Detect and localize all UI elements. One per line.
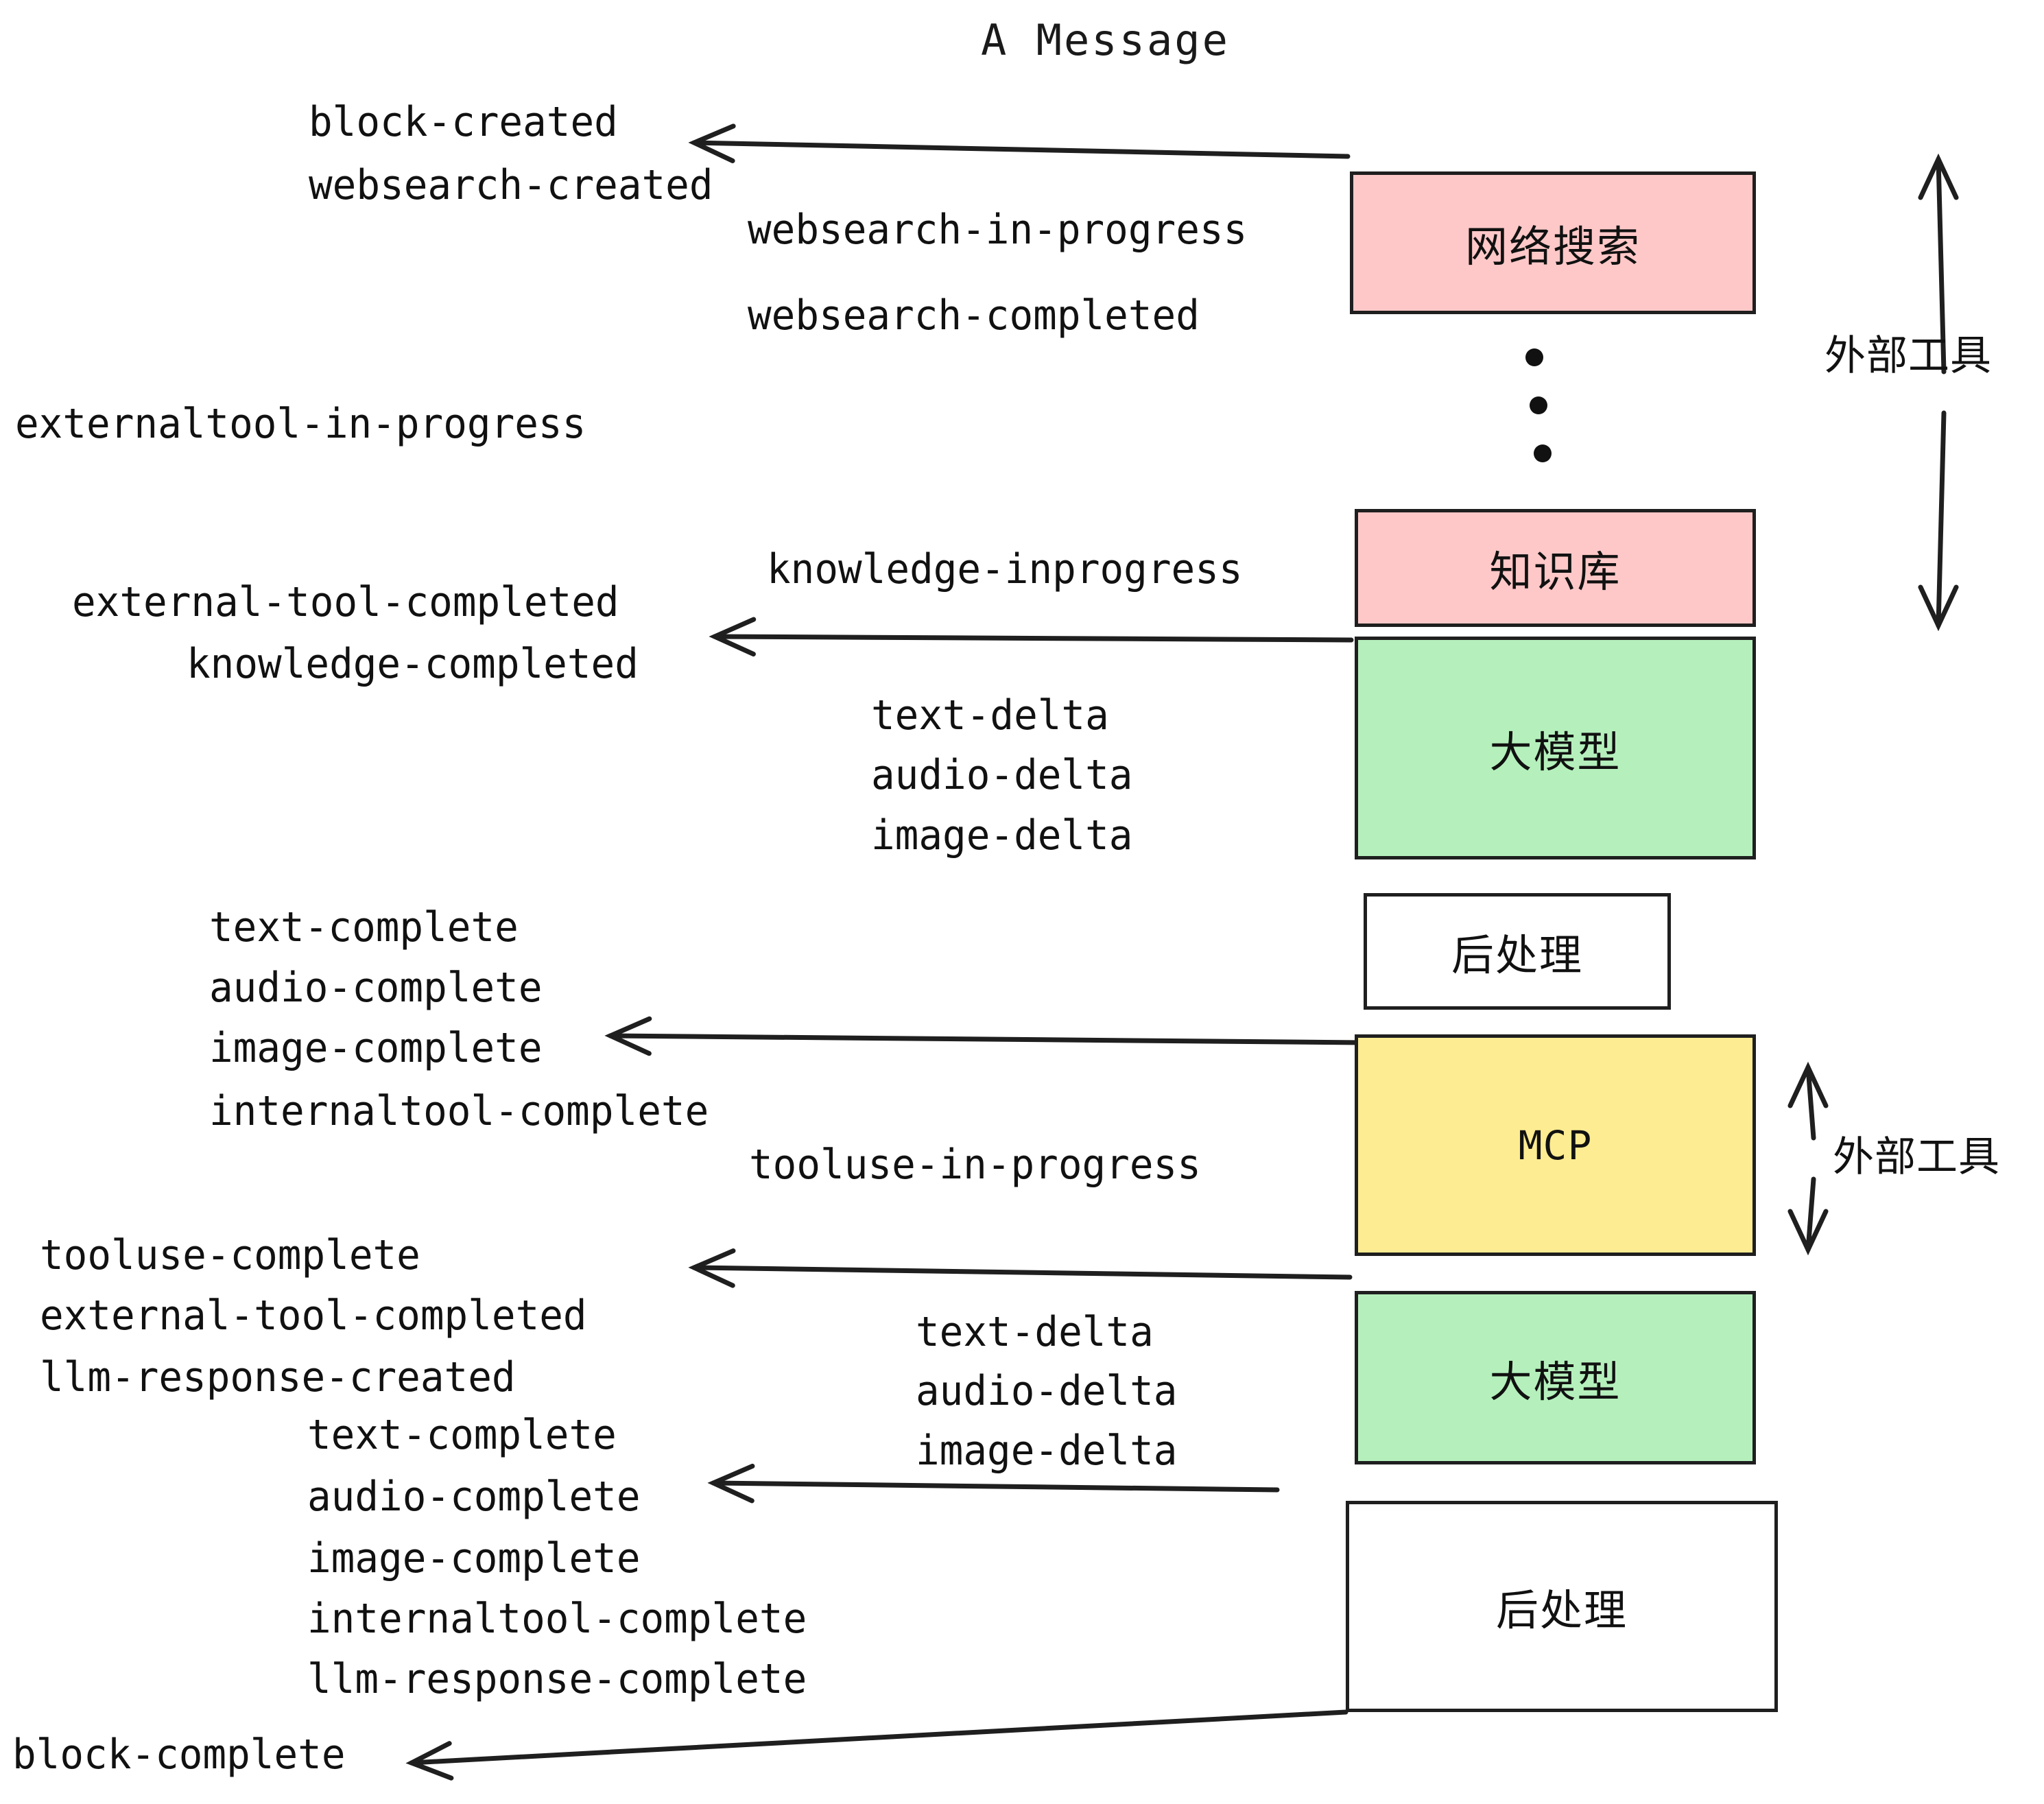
event-label: block-created (309, 98, 618, 146)
component-box: 大模型 (1355, 1291, 1756, 1464)
event-label: internaltool-complete (209, 1087, 709, 1135)
event-label: tooluse-in-progress (749, 1141, 1201, 1189)
event-label: knowledge-completed (187, 640, 639, 688)
ellipsis-dot (1530, 396, 1547, 414)
external-tool-bracket-top (1918, 153, 1959, 632)
component-box: 后处理 (1346, 1501, 1778, 1712)
event-label: audio-delta (871, 751, 1133, 799)
knowledge-to-knowledge-completed-arrow (709, 617, 1354, 657)
event-label: audio-delta (916, 1367, 1178, 1415)
event-label: text-delta (871, 691, 1109, 739)
websearch-to-block-created-arrow (688, 123, 1351, 163)
component-box: 网络搜索 (1350, 171, 1756, 314)
event-label: image-delta (916, 1427, 1178, 1475)
component-box: 大模型 (1355, 637, 1756, 859)
event-label: externaltool-in-progress (15, 400, 586, 448)
page-title: A Message (981, 15, 1230, 65)
event-label: external-tool-completed (72, 578, 619, 626)
ellipsis-dot (1534, 444, 1552, 462)
event-label: audio-complete (307, 1473, 641, 1521)
event-label: knowledge-inprogress (767, 545, 1243, 593)
event-label: websearch-in-progress (748, 206, 1248, 254)
component-box: 后处理 (1364, 893, 1671, 1010)
event-label: llm-response-complete (307, 1655, 807, 1703)
event-label: external-tool-completed (40, 1292, 587, 1340)
event-label: image-complete (209, 1024, 543, 1072)
component-box-label: 后处理 (1451, 930, 1583, 980)
component-box-label: 网络搜索 (1464, 222, 1641, 272)
event-label: internaltool-complete (307, 1595, 807, 1643)
component-box-label: MCP (1518, 1121, 1593, 1169)
component-box-label: 后处理 (1495, 1585, 1628, 1635)
event-label: tooluse-complete (40, 1231, 420, 1279)
component-box-label: 知识库 (1489, 547, 1621, 597)
postprocess-to-block-complete-arrow (405, 1709, 1348, 1781)
component-box: 知识库 (1355, 509, 1756, 627)
external-tool-bracket-label: 外部工具 (1833, 1133, 2000, 1181)
external-tool-bracket-label: 外部工具 (1825, 332, 1992, 380)
ellipsis-dot (1525, 348, 1543, 366)
event-label: text-complete (307, 1411, 617, 1459)
event-label: websearch-completed (748, 292, 1200, 340)
event-label: websearch-created (309, 161, 713, 209)
event-label: image-complete (307, 1534, 641, 1582)
postprocess-to-image-complete-arrow (604, 1016, 1364, 1056)
event-label: block-complete (12, 1731, 346, 1779)
event-label: text-delta (916, 1308, 1154, 1356)
component-box-label: 大模型 (1489, 726, 1621, 777)
event-label: audio-complete (209, 964, 543, 1012)
external-tool-bracket-mcp (1787, 1061, 1829, 1256)
event-label: llm-response-created (40, 1353, 516, 1401)
mcp-to-tooluse-complete-arrow (688, 1248, 1353, 1288)
event-label: image-delta (871, 811, 1133, 859)
component-box: MCP (1355, 1034, 1756, 1256)
component-box-label: 大模型 (1489, 1356, 1621, 1407)
event-label: text-complete (209, 903, 519, 951)
